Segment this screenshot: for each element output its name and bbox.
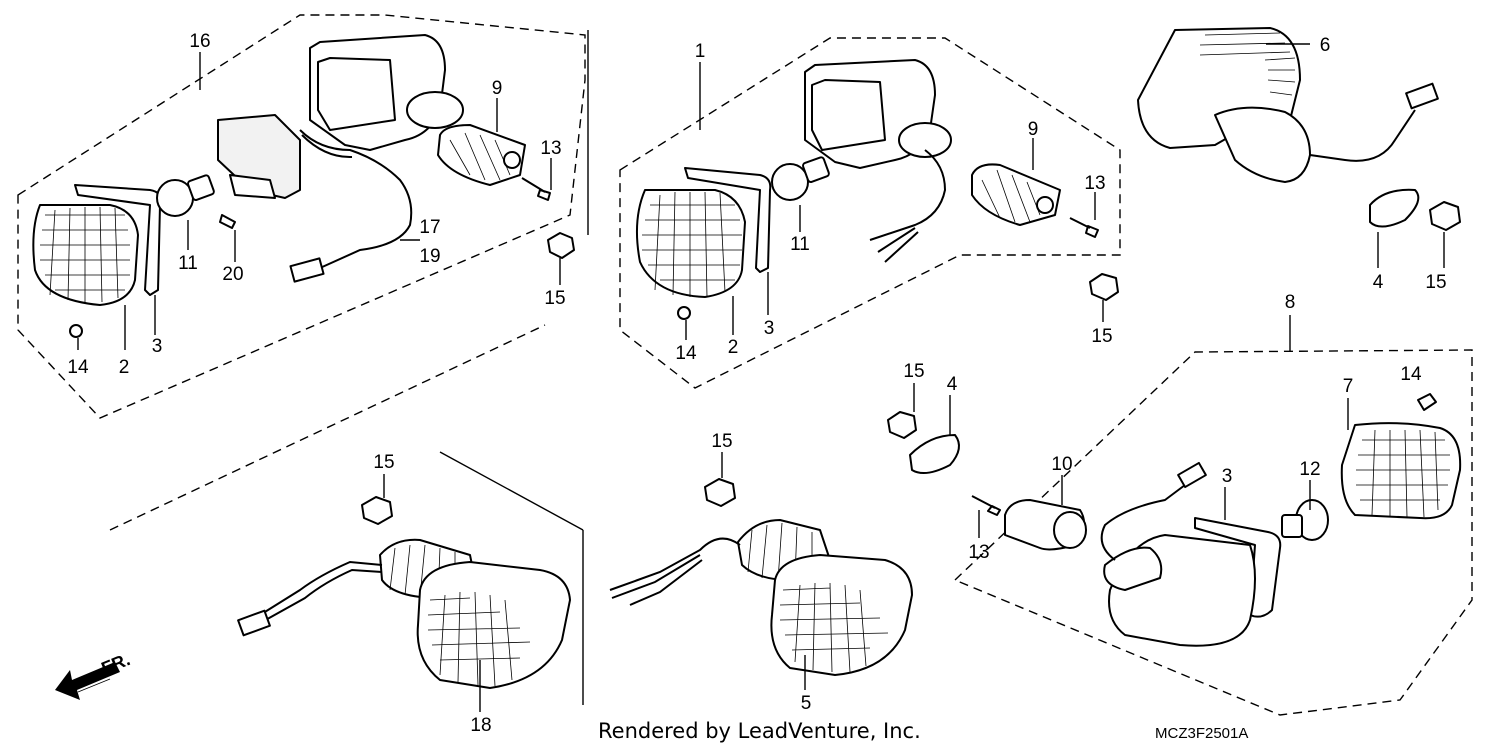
screw-13-middle[interactable]	[1069, 217, 1099, 238]
screw-14-right[interactable]	[1417, 393, 1437, 411]
callout-2: 2	[728, 337, 739, 358]
plate-4-center[interactable]	[909, 434, 960, 475]
callout-13: 13	[1084, 173, 1105, 194]
plate-4-right[interactable]	[1369, 188, 1420, 228]
callout-14: 14	[675, 343, 697, 364]
callout-17: 17	[419, 217, 440, 238]
lens-2-left[interactable]	[32, 204, 139, 306]
nut-15-middle[interactable]	[1089, 273, 1119, 301]
connector-19[interactable]	[289, 257, 325, 283]
lens-2-middle[interactable]	[636, 189, 746, 298]
housing-1[interactable]	[804, 59, 952, 169]
callout-3: 3	[1222, 466, 1233, 487]
callout-15: 15	[1091, 326, 1112, 347]
wire-harness-1[interactable]	[869, 149, 947, 263]
screw-14-middle[interactable]	[677, 306, 691, 320]
nut-15-left[interactable]	[547, 232, 575, 259]
screw-13-right[interactable]	[971, 495, 1001, 516]
callout-13: 13	[968, 542, 989, 563]
bulb-11-left[interactable]	[156, 174, 215, 217]
callout-15: 15	[373, 452, 394, 473]
callout-12: 12	[1299, 459, 1320, 480]
callout-1: 1	[695, 41, 706, 62]
bulb-12[interactable]	[1281, 499, 1329, 541]
turn-signal-18[interactable]	[379, 538, 571, 689]
bulb-11-middle[interactable]	[771, 156, 830, 201]
group-16-outline	[17, 14, 586, 419]
callout-10: 10	[1051, 454, 1072, 475]
callout-8: 8	[1285, 292, 1296, 313]
gasket-3-middle[interactable]	[684, 167, 772, 273]
callout-2: 2	[119, 357, 130, 378]
turn-signal-5[interactable]	[737, 519, 913, 676]
connector-8[interactable]	[1177, 461, 1207, 489]
socket-9-middle[interactable]	[971, 163, 1061, 226]
wire-harness-18[interactable]	[259, 560, 383, 616]
wire-harness-17[interactable]	[299, 129, 413, 269]
wire-harness-5[interactable]	[609, 537, 741, 606]
callout-4: 4	[947, 374, 958, 395]
callout-19: 19	[419, 246, 440, 267]
turn-signal-6-assembly[interactable]	[1137, 27, 1439, 183]
callout-5: 5	[801, 693, 812, 714]
callout-9: 9	[1028, 119, 1039, 140]
group-1-outline	[619, 37, 1121, 389]
nut-15-right[interactable]	[1429, 201, 1461, 231]
group-8-outline	[953, 349, 1473, 716]
front-arrow-icon	[55, 662, 120, 700]
callout-3: 3	[764, 318, 775, 339]
callout-13: 13	[540, 138, 561, 159]
callout-6: 6	[1320, 35, 1331, 56]
callout-20: 20	[222, 264, 243, 285]
callout-7: 7	[1343, 376, 1354, 397]
callout-11: 11	[790, 234, 810, 255]
nut-15-bottom-left[interactable]	[361, 496, 393, 525]
lens-7[interactable]	[1340, 422, 1462, 520]
callout-3: 3	[152, 336, 163, 357]
callout-14: 14	[67, 357, 89, 378]
callout-4: 4	[1373, 272, 1384, 293]
screw-20[interactable]	[219, 214, 236, 229]
callout-15: 15	[711, 431, 732, 452]
socket-10[interactable]	[1004, 499, 1087, 551]
socket-9-left[interactable]	[437, 124, 526, 186]
callout-18: 18	[470, 715, 491, 736]
wire-harness-8[interactable]	[1100, 484, 1186, 561]
nut-15-center[interactable]	[887, 411, 917, 439]
callout-15: 15	[544, 288, 565, 309]
screw-14-left[interactable]	[69, 324, 83, 338]
housing-8[interactable]	[1103, 534, 1256, 647]
callout-16: 16	[189, 31, 210, 52]
nut-15-bottom-middle[interactable]	[704, 478, 736, 507]
credit-text: Rendered by LeadVenture, Inc.	[598, 719, 921, 743]
group-lower-divider	[109, 324, 546, 531]
callout-9: 9	[492, 78, 503, 99]
callout-11: 11	[178, 253, 198, 274]
screw-13-left[interactable]	[521, 177, 551, 201]
callout-15: 15	[1425, 272, 1446, 293]
connector-18[interactable]	[237, 609, 271, 637]
diagram-code: MCZ3F2501A	[1155, 725, 1248, 742]
direction-label: FR.	[98, 649, 132, 678]
callout-15: 15	[903, 361, 924, 382]
callout-14: 14	[1400, 364, 1422, 385]
housing-16[interactable]	[309, 34, 464, 151]
